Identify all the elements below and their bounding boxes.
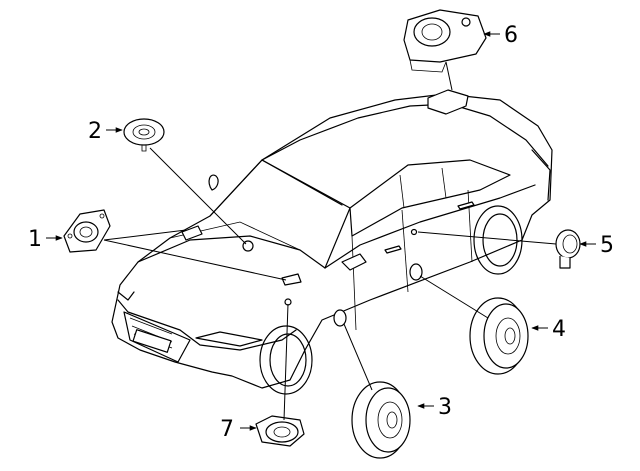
callout-3: 3	[438, 395, 452, 420]
front-door-speaker-part	[351, 381, 411, 459]
tweeter-speaker-part	[63, 209, 111, 253]
leader-lines	[103, 61, 557, 421]
callout-2: 2	[88, 119, 102, 144]
callout-6: 6	[504, 23, 518, 48]
sensor-speaker-part	[555, 229, 581, 269]
center-speaker-part	[255, 415, 305, 447]
rear-door-speaker-part	[469, 297, 529, 375]
callout-7: 7	[220, 417, 234, 442]
callout-arrows	[46, 31, 596, 431]
subwoofer-enclosure-part	[403, 9, 487, 73]
callout-4: 4	[552, 317, 566, 342]
dash-speaker-part	[123, 118, 165, 152]
callout-1: 1	[28, 227, 42, 252]
callout-5: 5	[600, 233, 614, 258]
